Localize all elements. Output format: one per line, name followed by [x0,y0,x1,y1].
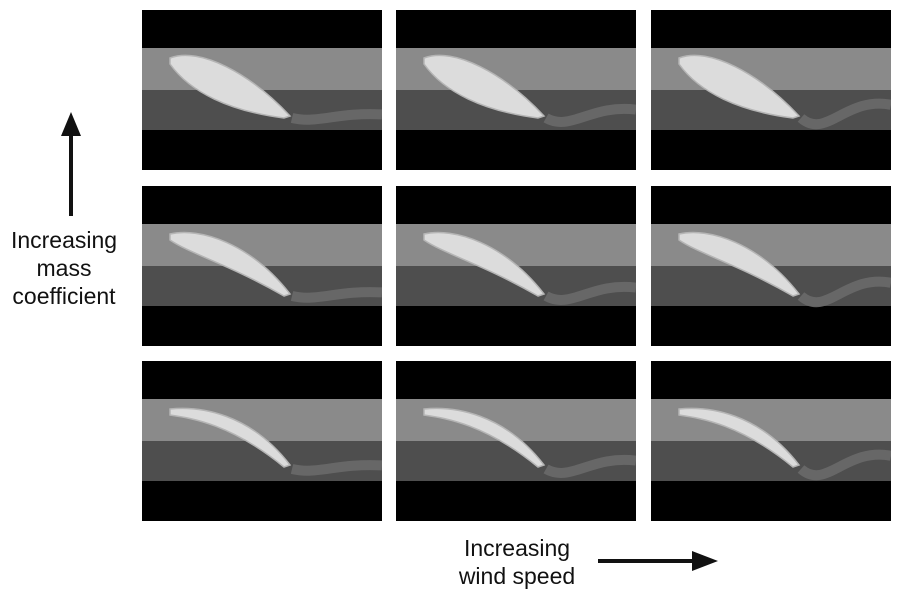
panel-r1c2 [396,10,636,170]
y-label-line-1: Increasing [10,227,118,253]
panel-r3c1 [142,361,382,521]
y-axis-label: Increasing mass coefficient [0,226,128,310]
simulation-field [651,48,891,130]
simulation-field [396,48,636,130]
x-label-line-2: wind speed [458,563,576,589]
upper-fluid-band [142,399,382,441]
panel-r2c3 [651,186,891,346]
simulation-field [651,399,891,481]
wake-trail [543,454,636,478]
simulation-field [396,399,636,481]
x-axis-label: Increasing wind speed [432,534,602,590]
simulation-field [142,399,382,481]
y-label-line-3: coefficient [12,283,116,309]
wake-trail [797,276,891,308]
simulation-field [396,224,636,306]
wake-trail [290,287,382,303]
deforming-object [169,231,292,297]
wake-trail [797,449,891,481]
wake-trail [290,460,382,476]
deforming-object [678,407,801,468]
right-arrow-icon [598,551,718,571]
panel-r2c1 [142,186,382,346]
deforming-object [678,231,801,297]
x-label-line-1: Increasing [463,535,571,561]
deforming-object [169,54,292,119]
simulation-field [142,224,382,306]
deforming-object [678,54,801,119]
simulation-field [651,224,891,308]
deforming-object [423,407,546,468]
wake-trail [543,103,636,127]
y-label-line-2: mass [36,255,92,281]
wake-trail [543,281,636,305]
panel-r3c3 [651,361,891,521]
deforming-object [423,54,546,119]
panel-r2c2 [396,186,636,346]
simulation-field [142,48,382,130]
deforming-object [169,407,292,468]
panel-r3c2 [396,361,636,521]
wake-trail [290,109,382,125]
upper-fluid-band [651,399,891,441]
upper-fluid-band [396,399,636,441]
panel-r1c1 [142,10,382,170]
wake-trail [797,98,891,130]
panel-r1c3 [651,10,891,170]
up-arrow-icon [61,112,81,216]
deforming-object [423,231,546,297]
